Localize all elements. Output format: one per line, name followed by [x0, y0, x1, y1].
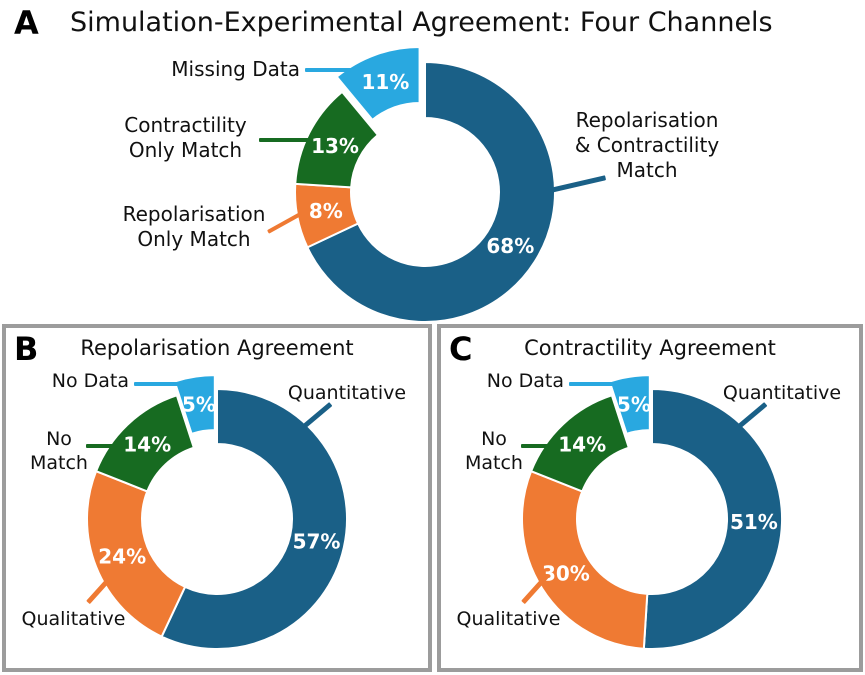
label-no-data-c: No Data	[486, 370, 564, 392]
donut-slice-missing-data	[335, 45, 421, 122]
donut-slice-no-data	[608, 374, 651, 436]
slice-value-no-match: 14%	[558, 433, 606, 457]
label-quantitative-b: Quantitative	[287, 382, 407, 404]
slice-value-qualitative: 24%	[98, 545, 146, 569]
label-no-data-b: No Data	[51, 370, 129, 392]
panel-b-title: Repolarisation Agreement	[80, 336, 354, 360]
donut-chart-repolarisation: 57% 24% 14% 5%	[86, 374, 348, 650]
slice-value-repolarisation-contractility-match: 68%	[486, 234, 534, 258]
panel-b-letter: B	[14, 330, 39, 368]
label-repolarisation-only-match: Repolarisation Only Match	[122, 202, 266, 251]
panel-a-title: Simulation-Experimental Agreement: Four …	[70, 7, 773, 38]
slice-value-quantitative: 57%	[293, 529, 341, 553]
leader-no-data-c	[569, 382, 619, 386]
donut-chart-four-channels: 68% 8% 13% 11%	[294, 45, 556, 323]
leader-no-match-b	[86, 444, 128, 448]
leader-contractility-only	[259, 138, 312, 142]
label-quantitative-c: Quantitative	[722, 382, 842, 404]
donut-chart-contractility: 51% 30% 14% 5%	[521, 374, 783, 650]
label-no-match-b: No Match	[30, 428, 88, 474]
panel-c-letter: C	[449, 330, 473, 368]
panel-c: C Contractility Agreement 51% 30% 14% 5% No…	[437, 324, 863, 672]
slice-value-no-data: 5%	[182, 392, 216, 416]
label-qualitative-c: Qualitative	[456, 608, 561, 630]
panel-a-letter: A	[14, 4, 39, 42]
label-qualitative-b: Qualitative	[21, 608, 126, 630]
donut-slice-quantitative	[160, 387, 348, 650]
slice-value-repolarisation-only-match: 8%	[309, 199, 343, 223]
slice-value-qualitative: 30%	[542, 562, 590, 586]
donut-slice-no-match	[94, 394, 196, 493]
donut-slice-no-match	[529, 394, 631, 493]
panel-b: B Repolarisation Agreement 57% 24% 14% 5% N…	[2, 324, 432, 672]
donut-slice-quantitative	[642, 387, 783, 650]
slice-value-missing-data: 11%	[361, 70, 409, 94]
donut-slice-repolarisation-contractility-match	[306, 60, 556, 323]
label-repolarisation-contractility-match: Repolarisation & Contractility Match	[574, 108, 720, 182]
label-no-match-c: No Match	[465, 428, 523, 474]
donut-slice-qualitative	[86, 469, 187, 638]
donut-slice-no-data	[173, 374, 216, 436]
slice-value-no-data: 5%	[617, 392, 651, 416]
slice-value-quantitative: 51%	[730, 510, 778, 534]
label-missing-data: Missing Data	[171, 57, 300, 81]
donut-slice-contractility-only-match	[294, 90, 380, 189]
leader-no-data-b	[134, 382, 184, 386]
leader-no-match-c	[521, 444, 563, 448]
slice-value-contractility-only-match: 13%	[311, 134, 359, 158]
label-contractility-only-match: Contractility Only Match	[124, 113, 247, 162]
donut-slice-qualitative	[521, 469, 649, 650]
slice-value-no-match: 14%	[123, 433, 171, 457]
panel-c-title: Contractility Agreement	[524, 336, 776, 360]
leader-missing-data	[305, 68, 351, 72]
panel-a: A Simulation-Experimental Agreement: Fou…	[0, 0, 865, 324]
